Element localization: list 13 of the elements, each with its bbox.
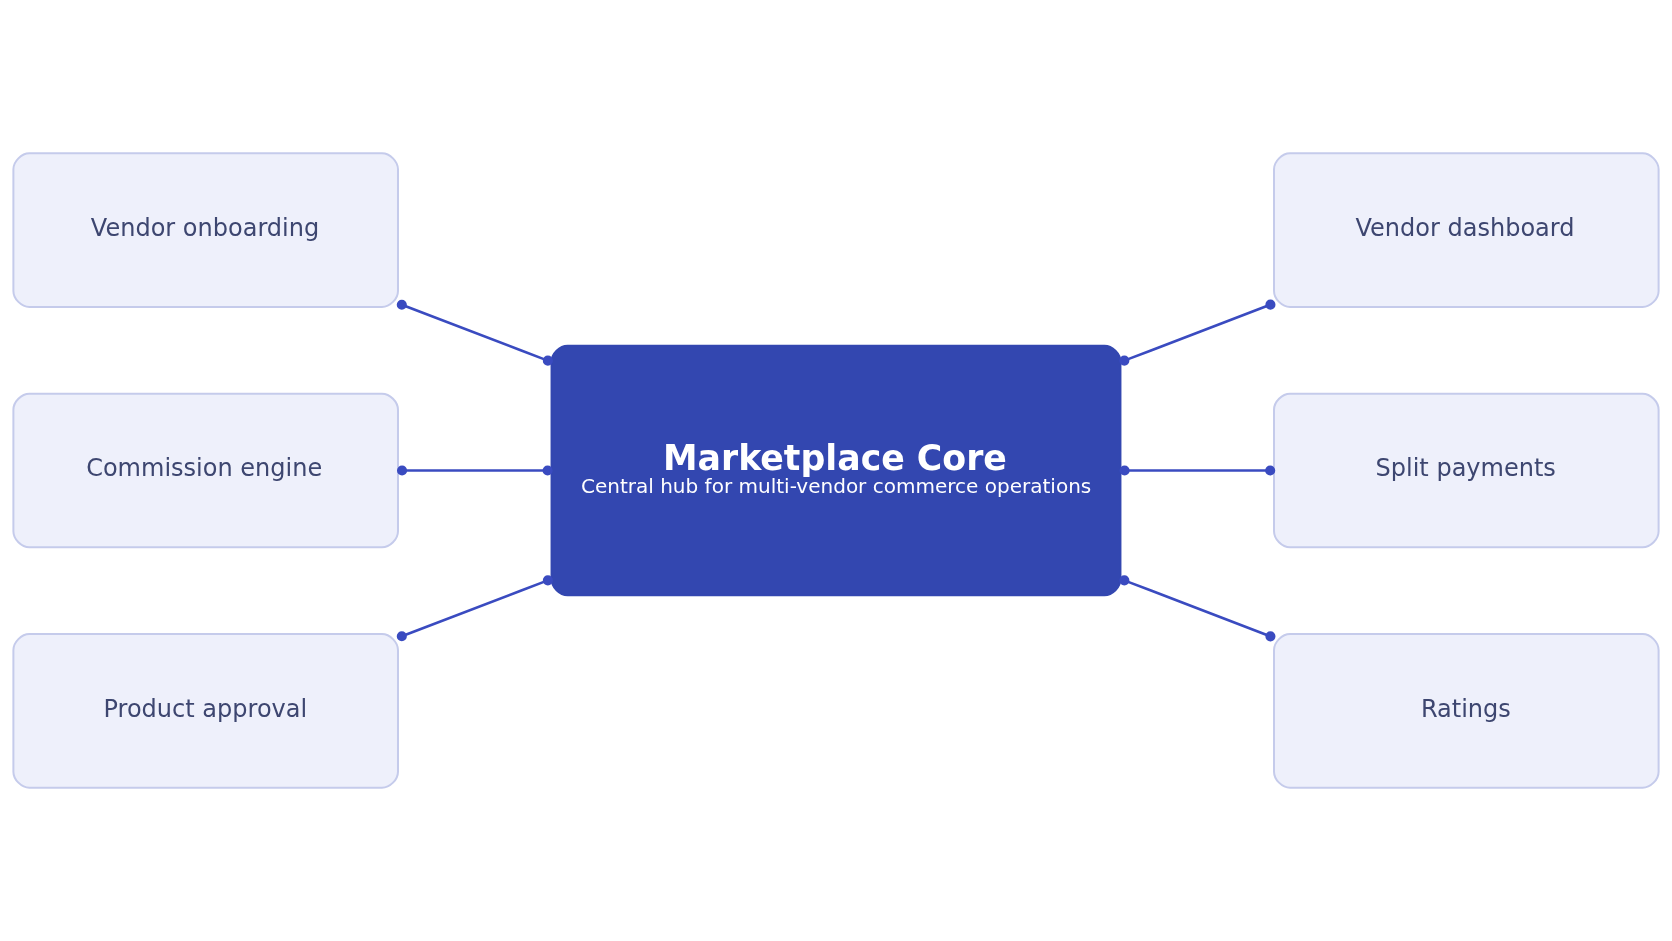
node-box: Product approval [12, 633, 399, 789]
connector [396, 575, 553, 642]
connector [1119, 575, 1276, 642]
connector [397, 465, 553, 476]
node-box: Split payments [1273, 392, 1660, 549]
connector [396, 299, 553, 366]
connector [1119, 465, 1276, 476]
node-box: Vendor onboarding [12, 152, 399, 308]
node-box: Ratings [1273, 633, 1660, 789]
connector [1119, 299, 1276, 366]
node-box: Commission engine [12, 392, 399, 549]
node-box: Marketplace Core Central hub for multi-vendor commerce operations [550, 344, 1122, 597]
node-box: Vendor dashboard [1273, 152, 1660, 308]
